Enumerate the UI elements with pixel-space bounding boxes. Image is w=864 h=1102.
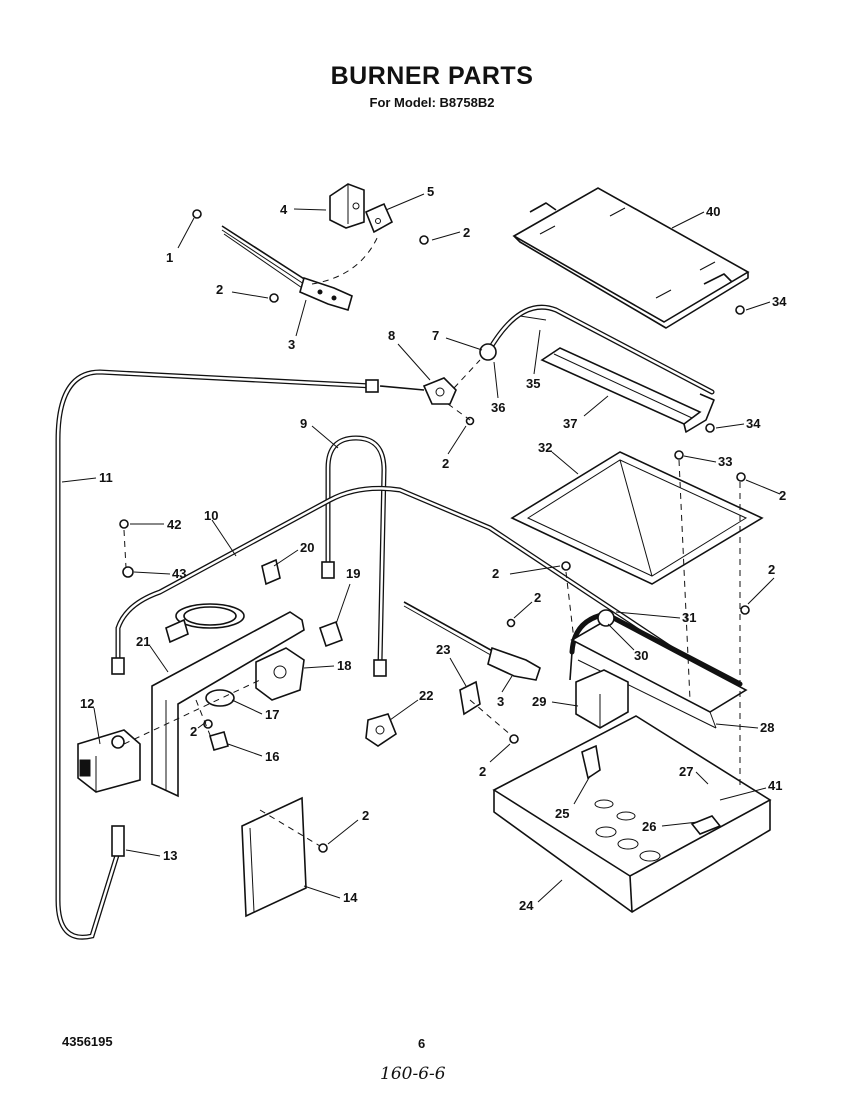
- callout-2d: 2: [534, 590, 541, 605]
- callout-37: 37: [563, 416, 577, 431]
- callout-11: 11: [99, 470, 113, 485]
- document-part-number: 4356195: [62, 1034, 113, 1049]
- callout-40: 40: [706, 204, 720, 219]
- part-28-bake-burner: [569, 609, 748, 729]
- callout-26: 26: [642, 819, 656, 834]
- callout-19: 19: [346, 566, 360, 581]
- part-9-tube: [321, 435, 387, 677]
- callout-2h: 2: [479, 764, 486, 779]
- part-21-bracket: [151, 611, 305, 798]
- callout-29: 29: [532, 694, 546, 709]
- callout-20: 20: [300, 540, 314, 555]
- part-24-burner-box: [492, 715, 772, 913]
- page-number: 6: [418, 1036, 426, 1051]
- part-19-connector: [318, 620, 344, 648]
- callout-9: 9: [300, 416, 307, 431]
- callout-17: 17: [265, 707, 279, 722]
- callout-43: 43: [172, 566, 186, 581]
- page-title: BURNER PARTS: [330, 62, 534, 90]
- callout-41: 41: [768, 778, 782, 793]
- callout-labels: 1 2 2 3 4 5 7 8 9 10 11 12 13 14 16 17 1: [61, 184, 787, 913]
- part-18-regulator: [255, 647, 305, 701]
- part-29-bracket: [575, 669, 629, 729]
- callout-31: 31: [682, 610, 696, 625]
- screw-icons: [119, 209, 750, 853]
- part-14-panel: [241, 796, 307, 918]
- part-37-reflector: [540, 347, 715, 433]
- part-3-electrode: [221, 225, 379, 311]
- callout-2g: 2: [442, 456, 449, 471]
- callout-12: 12: [80, 696, 94, 711]
- callout-2c: 2: [492, 566, 499, 581]
- callout-23: 23: [436, 642, 450, 657]
- part-17-fitting: [205, 689, 235, 707]
- callout-27a: 27: [679, 764, 693, 779]
- handwritten-note: 160-6-6: [380, 1064, 446, 1084]
- part-3-lower-igniter: [403, 601, 541, 681]
- callout-32: 32: [538, 440, 552, 455]
- callout-34a: 34: [772, 294, 787, 309]
- callout-1: 1: [166, 250, 173, 265]
- callout-33: 33: [718, 454, 732, 469]
- callout-14: 14: [343, 890, 358, 905]
- callout-8: 8: [388, 328, 395, 343]
- callout-36: 36: [491, 400, 505, 415]
- callout-5: 5: [427, 184, 434, 199]
- part-12-valve: [77, 729, 141, 793]
- model-subtitle: For Model: B8758B2: [369, 95, 495, 110]
- callout-42: 42: [167, 517, 181, 532]
- callout-3a: 3: [288, 337, 295, 352]
- part-10-tube: [111, 485, 737, 693]
- callout-35: 35: [526, 376, 540, 391]
- part-35-broil-burner: [479, 304, 715, 395]
- callout-10: 10: [204, 508, 218, 523]
- part-23-bracket: [459, 680, 481, 716]
- part-40-shield: [512, 187, 750, 329]
- callout-7: 7: [432, 328, 439, 343]
- part-11-tube: [55, 369, 425, 940]
- callout-18: 18: [337, 658, 351, 673]
- callout-2i: 2: [362, 808, 369, 823]
- callout-21: 21: [136, 634, 150, 649]
- callout-2f: 2: [779, 488, 786, 503]
- callout-4: 4: [280, 202, 288, 217]
- callout-2a: 2: [216, 282, 223, 297]
- callout-30: 30: [634, 648, 648, 663]
- part-13-fitting: [111, 825, 125, 857]
- part-20-harness: [165, 558, 281, 644]
- callout-22: 22: [419, 688, 433, 703]
- callout-3b: 3: [497, 694, 504, 709]
- callout-2e: 2: [768, 562, 775, 577]
- part-4-bracket: [329, 183, 365, 229]
- part-5-plate: [364, 202, 394, 234]
- part-8-valve: [422, 359, 481, 421]
- callout-16: 16: [265, 749, 279, 764]
- callout-2b: 2: [463, 225, 470, 240]
- callout-24: 24: [519, 898, 534, 913]
- assembly-guides: [123, 459, 741, 847]
- part-22-valve: [365, 713, 397, 747]
- part-32-shield: [510, 451, 764, 585]
- callout-2j: 2: [190, 724, 197, 739]
- callout-25: 25: [555, 806, 569, 821]
- part-16-clip: [209, 731, 229, 751]
- callout-13: 13: [163, 848, 177, 863]
- callout-34b: 34: [746, 416, 761, 431]
- callout-28: 28: [760, 720, 774, 735]
